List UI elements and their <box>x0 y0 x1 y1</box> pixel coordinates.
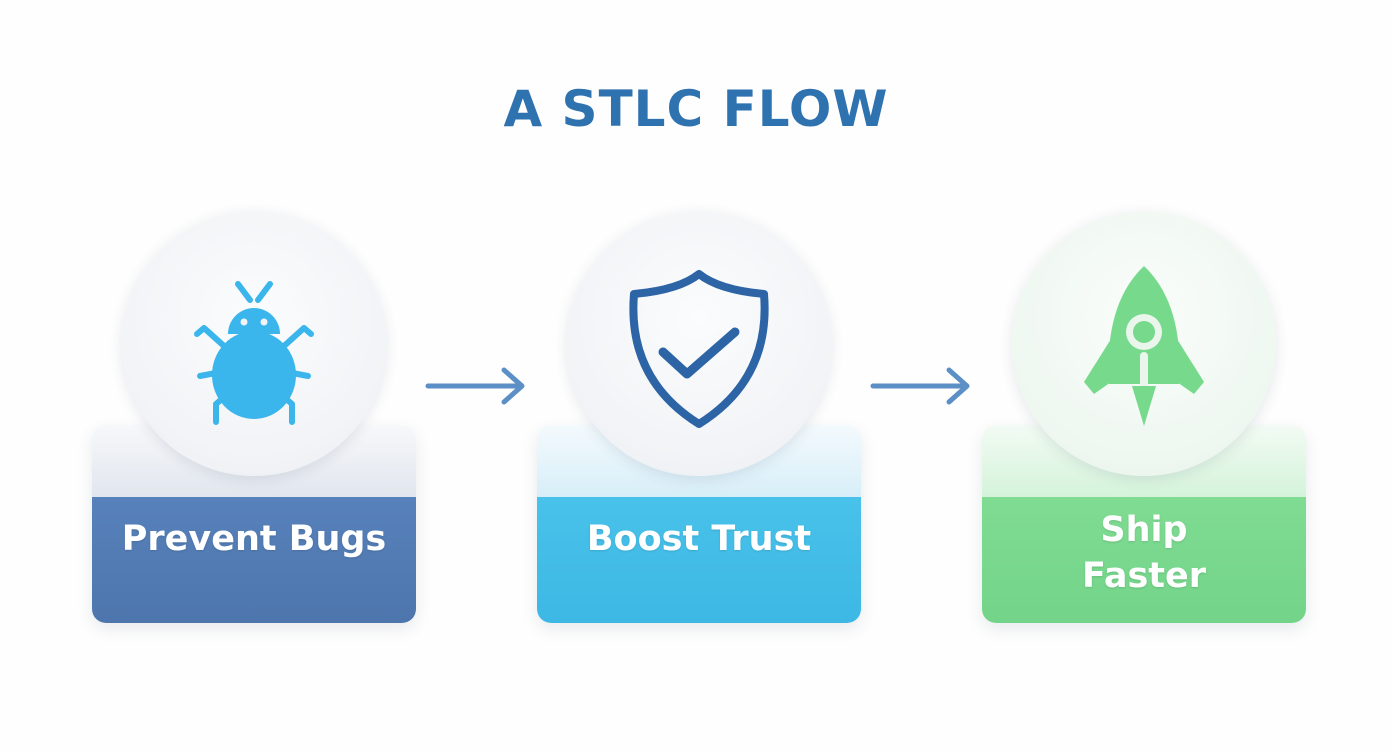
step-label: Ship Faster <box>1081 510 1207 596</box>
arrow-right-icon <box>425 367 525 405</box>
step-label: Prevent Bugs <box>121 519 387 559</box>
bug-icon <box>194 281 314 425</box>
step-boost-trust: Boost Trust <box>537 210 861 626</box>
step-card: Ship Faster <box>982 425 1306 623</box>
icon-circle <box>567 212 831 476</box>
step-prevent-bugs: Prevent Bugs <box>92 210 416 626</box>
flow-arrow <box>869 362 973 410</box>
arrow-right-icon <box>870 367 970 405</box>
flow-arrow <box>424 362 528 410</box>
step-label: Boost Trust <box>586 519 812 559</box>
rocket-icon <box>1084 266 1204 426</box>
icon-circle <box>122 212 386 476</box>
diagram-title: A STLC FLOW <box>503 80 889 138</box>
icon-circle <box>1012 212 1276 476</box>
shield-check-icon <box>629 270 769 428</box>
step-ship-faster: Ship Faster <box>982 210 1306 626</box>
